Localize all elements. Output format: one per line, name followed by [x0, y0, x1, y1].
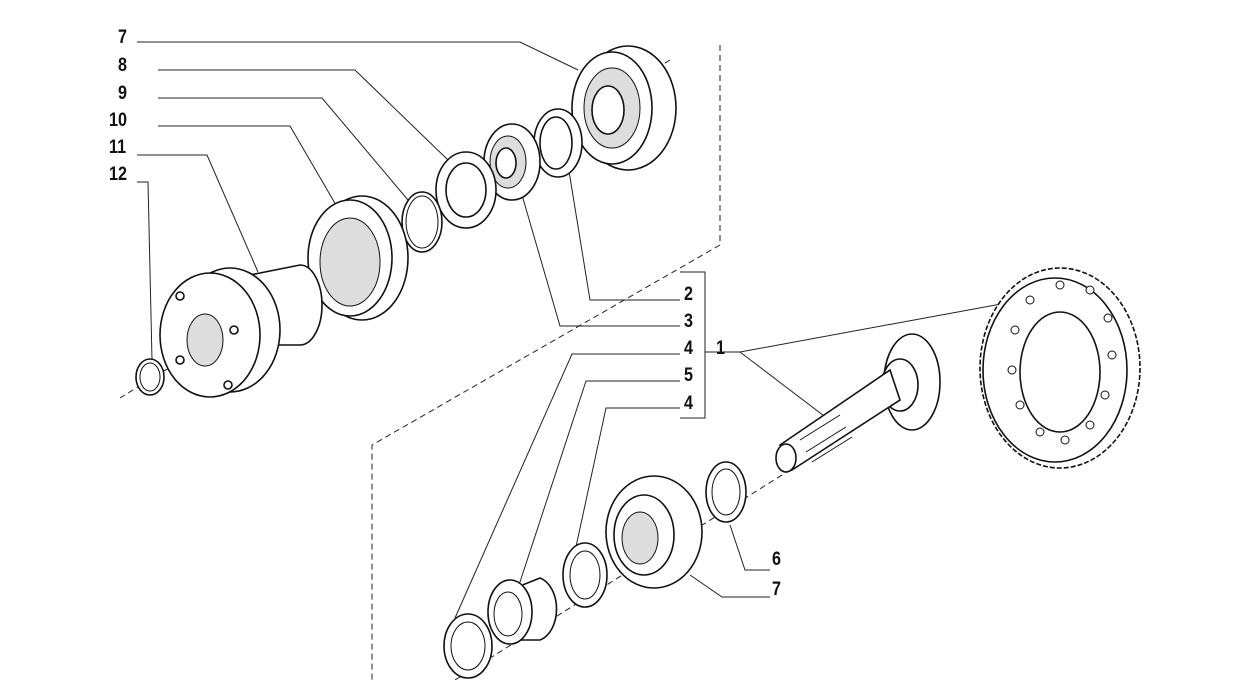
- crown-wheel: [979, 267, 1141, 469]
- callout-7: 7: [118, 27, 127, 48]
- callout-9: 9: [118, 83, 127, 104]
- shim-ring: [562, 542, 608, 608]
- callout-4: 4: [684, 338, 693, 359]
- pinion-shaft: [775, 333, 941, 473]
- seal-housing: [307, 195, 409, 321]
- callout-7b: 7: [772, 579, 781, 600]
- callout-4b: 4: [684, 393, 693, 414]
- o-ring: [401, 191, 443, 253]
- callout-8: 8: [118, 55, 127, 76]
- washer: [435, 151, 497, 229]
- shim-washer: [705, 461, 747, 523]
- dashed-boundary: [371, 45, 721, 680]
- callout-2: 2: [684, 284, 693, 305]
- callout-3: 3: [684, 311, 693, 332]
- shim-ring-bottom: [443, 613, 493, 679]
- callout-11: 11: [109, 137, 127, 158]
- callout-1: 1: [716, 338, 725, 359]
- circlip: [135, 358, 165, 396]
- leader-lines: [137, 41, 1013, 619]
- callout-5: 5: [684, 365, 693, 386]
- callout-10: 10: [109, 110, 127, 131]
- callout-6: 6: [772, 549, 781, 570]
- snap-ring: [533, 108, 583, 178]
- flange: [159, 264, 323, 398]
- spacer: [487, 577, 558, 645]
- bearing-bottom: [605, 475, 703, 589]
- lower-axis-line: [454, 469, 791, 680]
- bearing-top: [571, 45, 677, 171]
- callout-12: 12: [109, 164, 127, 185]
- ring-nut: [483, 123, 541, 201]
